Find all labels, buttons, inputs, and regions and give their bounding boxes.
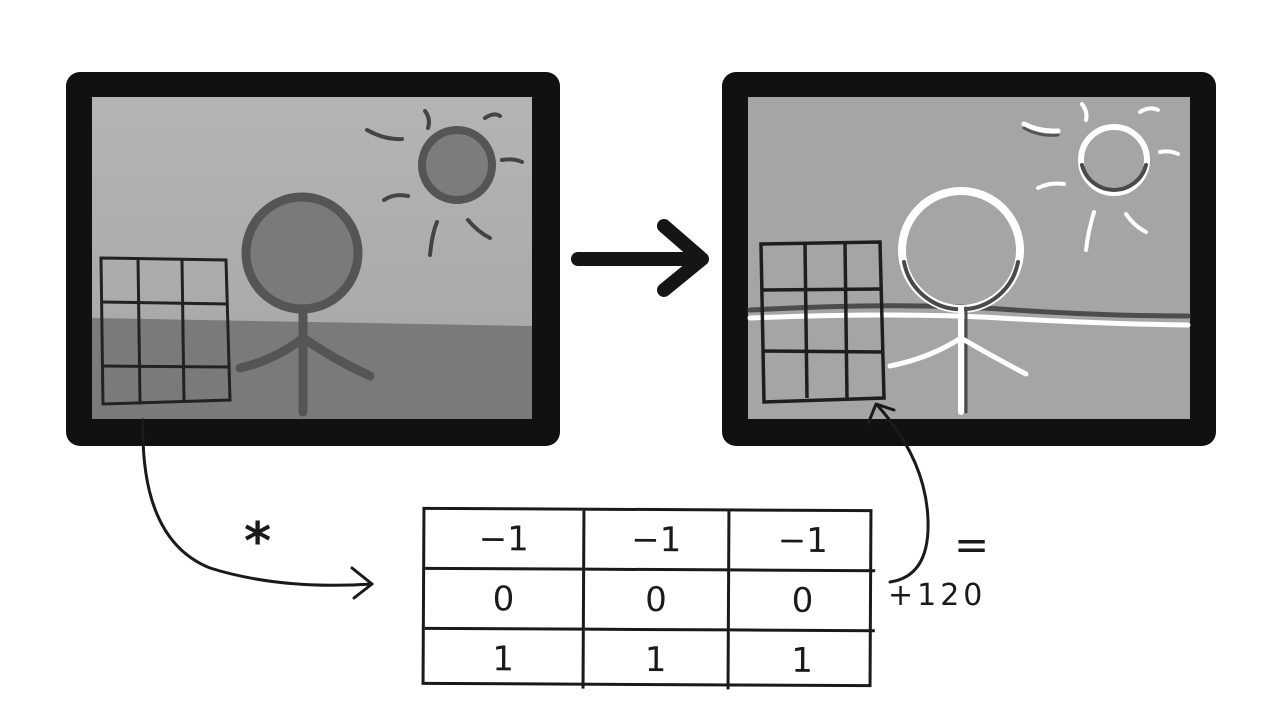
kernel-cell: 1: [424, 629, 585, 689]
kernel-cell: −1: [425, 509, 586, 571]
kernel-cell: 1: [584, 630, 730, 690]
kernel-cell: 0: [424, 569, 586, 631]
output-image: [722, 72, 1216, 446]
kernel-matrix: −1 −1 −1 0 0 0 1 1 1: [421, 506, 876, 690]
input-to-kernel-arrow: [141, 418, 374, 600]
input-stick-figure: [235, 192, 375, 417]
kernel-cell: 1: [791, 640, 814, 681]
input-image: [66, 72, 560, 446]
output-stick-figure: [887, 187, 1029, 415]
bias-label: +120: [888, 578, 987, 613]
input-window: [99, 256, 232, 406]
output-background: [748, 97, 1190, 419]
equals-symbol: =: [954, 520, 990, 569]
kernel-cell: −1: [585, 510, 731, 572]
kernel-to-output-arrow: [866, 402, 930, 584]
input-ground: [92, 318, 532, 419]
convolution-symbol: *: [244, 512, 272, 572]
transform-arrow: [571, 219, 709, 297]
kernel-cell: 0: [584, 570, 731, 632]
output-sun: [1021, 102, 1180, 252]
kernel-cell: −1: [730, 511, 876, 573]
output-horizon-edge: [747, 303, 1191, 328]
output-window: [759, 240, 886, 404]
kernel-cell: 0: [729, 571, 876, 633]
input-sun: [365, 109, 524, 257]
